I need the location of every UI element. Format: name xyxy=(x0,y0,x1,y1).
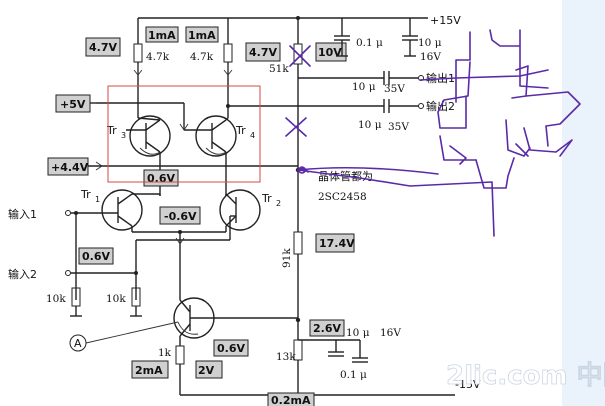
ibox-1ma-a: 1mA xyxy=(145,26,179,43)
bias-column: 51k 91k 13k xyxy=(269,16,303,398)
input-2-label: 输入2 xyxy=(8,267,37,281)
svg-text:35V: 35V xyxy=(388,121,409,133)
svg-text:10 μ: 10 μ xyxy=(358,119,382,131)
ibox-0-2ma: 0.2mA xyxy=(267,392,315,406)
output-1-label: 输出1 xyxy=(426,71,455,85)
transistor-tr3: Tr 3 xyxy=(106,115,171,157)
svg-text:1: 1 xyxy=(95,195,100,204)
svg-text:4: 4 xyxy=(250,131,255,140)
highlight-box xyxy=(107,85,261,183)
svg-text:2.6V: 2.6V xyxy=(313,322,341,335)
svg-text:2V: 2V xyxy=(198,364,215,377)
vminus-label: -15V xyxy=(455,378,481,391)
svg-text:10 μ: 10 μ xyxy=(352,81,376,93)
node-a: A xyxy=(69,321,179,352)
vbox-2-6v: 2.6V xyxy=(309,319,345,337)
vbox-neg-0-6v: -0.6V xyxy=(159,206,201,225)
vbox-0-6v-bottom: 0.6V xyxy=(213,339,249,357)
svg-text:10V: 10V xyxy=(318,46,342,59)
svg-text:1k: 1k xyxy=(158,347,172,359)
input-1-label: 输入1 xyxy=(8,207,37,221)
svg-text:10 μ: 10 μ xyxy=(346,327,370,339)
svg-text:2lic.com 中国电子网: 2lic.com 中国电子网 xyxy=(446,361,605,391)
transistor-tr4: Tr 4 xyxy=(195,115,255,157)
output-2-branch: 10 μ 35V 输出2 xyxy=(226,99,455,133)
ibox-2ma: 2mA xyxy=(131,360,169,379)
vbox-0-6v-mid: 0.6V xyxy=(143,169,179,187)
svg-text:0.2mA: 0.2mA xyxy=(271,394,311,406)
svg-text:0.6V: 0.6V xyxy=(82,250,110,263)
ibox-1ma-b: 1mA xyxy=(185,26,219,43)
svg-text:-0.6V: -0.6V xyxy=(164,210,197,223)
vplus-label: +15V xyxy=(430,14,461,27)
transistor-tr2: Tr 2 xyxy=(219,189,281,231)
top-decoupling-caps: 0.1 μ 10 μ 16V xyxy=(334,18,442,63)
svg-text:10 μ: 10 μ xyxy=(418,37,442,49)
svg-text:1mA: 1mA xyxy=(188,29,216,42)
bottom-decoupling-caps: 10 μ 16V 0.1 μ xyxy=(298,327,401,381)
vbox-5v: +5V xyxy=(55,94,91,113)
vbox-0-6v-left: 0.6V xyxy=(78,247,114,265)
transistor-current-source xyxy=(173,296,298,339)
r13k-label: 13k xyxy=(276,351,296,363)
svg-text:Tr: Tr xyxy=(106,124,117,137)
r91k-label: 91k xyxy=(281,248,293,268)
output-1-branch: 10 μ 35V 输出1 xyxy=(298,71,455,95)
vbox-4-7v-left: 4.7V xyxy=(85,37,121,57)
svg-text:0.1 μ: 0.1 μ xyxy=(340,369,367,381)
vbox-4-4v: +4.4V xyxy=(47,157,89,176)
watermark: 2lic.com 中国电子网 xyxy=(446,361,605,392)
vbox-2v: 2V xyxy=(195,360,223,379)
handwritten-annotations xyxy=(285,29,581,237)
r4-7k-a-label: 4.7k xyxy=(146,51,170,63)
svg-text:A: A xyxy=(74,337,82,350)
svg-text:Tr: Tr xyxy=(261,192,272,205)
svg-text:2mA: 2mA xyxy=(135,364,163,377)
svg-text:+4.4V: +4.4V xyxy=(51,161,89,174)
svg-text:1mA: 1mA xyxy=(148,29,176,42)
input-resistors-10k: 10k 10k xyxy=(46,287,142,317)
svg-text:Tr: Tr xyxy=(80,188,91,201)
input-2: 输入2 xyxy=(8,215,236,300)
positive-rail: +15V xyxy=(138,14,461,27)
svg-text:Tr: Tr xyxy=(235,124,246,137)
svg-text:3: 3 xyxy=(121,131,126,140)
svg-text:2: 2 xyxy=(276,199,281,208)
svg-text:10k: 10k xyxy=(106,293,126,305)
svg-text:16V: 16V xyxy=(380,327,401,339)
transistor-tr1: Tr 1 xyxy=(80,188,160,231)
vbox-4-7v-right: 4.7V xyxy=(245,42,281,62)
svg-text:17.4V: 17.4V xyxy=(319,237,355,250)
svg-text:16V: 16V xyxy=(420,51,441,63)
svg-text:+5V: +5V xyxy=(60,98,86,111)
svg-text:10k: 10k xyxy=(46,293,66,305)
r51k-label: 51k xyxy=(269,63,289,75)
svg-text:0.6V: 0.6V xyxy=(217,342,245,355)
svg-text:4.7V: 4.7V xyxy=(249,46,277,59)
negative-rail: -15V xyxy=(180,378,481,396)
input-1: 输入1 xyxy=(8,207,118,300)
note-line-2: 2SC2458 xyxy=(318,191,367,203)
svg-text:4.7V: 4.7V xyxy=(89,41,117,54)
r4-7k-b-label: 4.7k xyxy=(190,51,214,63)
svg-text:0.6V: 0.6V xyxy=(147,172,175,185)
vbox-17-4v: 17.4V xyxy=(315,233,355,253)
svg-text:0.1 μ: 0.1 μ xyxy=(356,37,383,49)
schematic-paper xyxy=(0,0,562,406)
svg-text:35V: 35V xyxy=(384,83,405,95)
